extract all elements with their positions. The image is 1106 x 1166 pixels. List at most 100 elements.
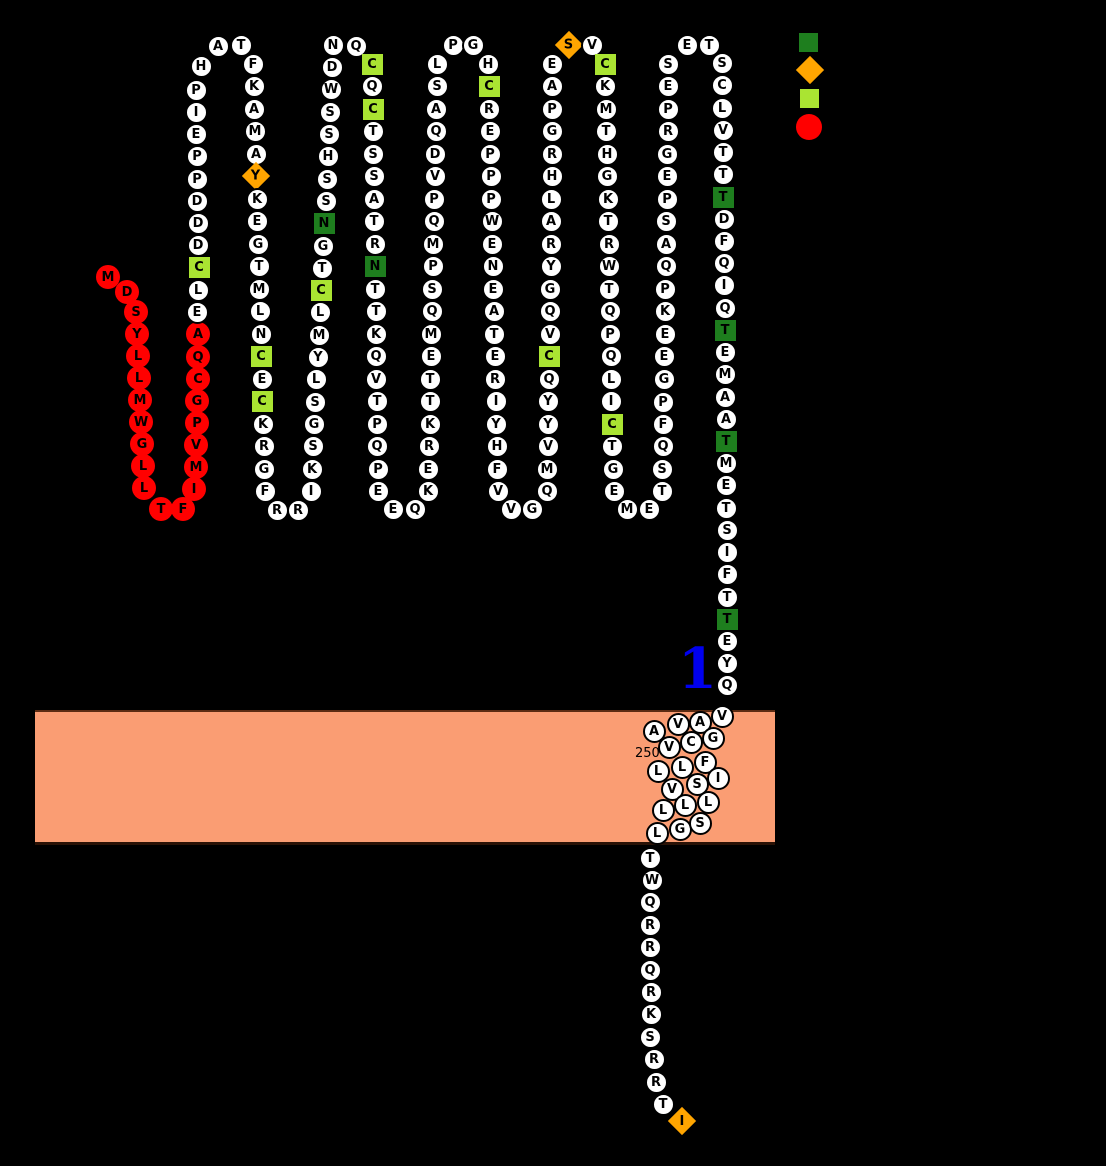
residue: L <box>127 366 151 390</box>
residue-letter: K <box>248 78 260 94</box>
residue: E <box>245 209 269 233</box>
residue-letter: L <box>133 348 143 364</box>
residue-letter: I <box>715 770 721 786</box>
residue-letter: F <box>260 483 270 499</box>
residue: M <box>243 119 267 143</box>
residue-letter: Q <box>644 962 656 978</box>
residue: V <box>499 497 523 521</box>
residue-letter: F <box>492 461 502 477</box>
residue: C <box>361 53 383 75</box>
residue: S <box>420 277 444 301</box>
residue-letter: P <box>448 37 458 53</box>
residue-letter: L <box>677 759 687 775</box>
residue-letter: S <box>657 461 667 477</box>
residue: E <box>715 629 739 653</box>
residue-letter: H <box>322 148 334 164</box>
residue: R <box>597 232 621 256</box>
residue: C <box>250 345 272 367</box>
residue-letter: K <box>422 483 434 499</box>
residue: C <box>710 73 734 97</box>
residue-letter: T <box>721 500 731 516</box>
residue: F <box>712 229 736 253</box>
residue: L <box>304 367 328 391</box>
residue-letter: V <box>672 716 684 732</box>
residue: E <box>602 479 626 503</box>
residue-letter: Q <box>660 258 672 274</box>
residue: D <box>185 189 209 213</box>
legend-red-circle-icon <box>796 114 822 140</box>
residue-letter: T <box>368 123 378 139</box>
residue-letter: N <box>318 215 330 231</box>
residue-letter: M <box>189 459 203 475</box>
residue-letter: E <box>423 461 433 477</box>
residue-letter: G <box>467 37 479 53</box>
residue: T <box>711 162 735 186</box>
residue-letter: S <box>717 55 727 71</box>
residue-letter: L <box>703 794 713 810</box>
residue-letter: C <box>600 56 610 72</box>
residue: S <box>362 164 386 188</box>
residue: W <box>480 209 504 233</box>
residue-letter: E <box>426 348 436 364</box>
residue: R <box>656 119 680 143</box>
residue: S <box>317 122 341 146</box>
residue: K <box>596 187 620 211</box>
residue-letter: S <box>692 776 702 792</box>
residue-letter: S <box>324 126 334 142</box>
residue: Q <box>364 344 388 368</box>
residue-letter: Q <box>644 894 656 910</box>
residue: L <box>651 798 675 822</box>
residue-letter: Y <box>491 416 501 432</box>
residue: D <box>712 207 736 231</box>
residue-letter: Q <box>426 303 438 319</box>
residue: V <box>657 735 681 759</box>
residue-letter: T <box>645 850 655 866</box>
residue: G <box>461 33 485 57</box>
residue-letter: G <box>607 461 619 477</box>
residue: N <box>321 33 345 57</box>
residue: K <box>639 1002 663 1026</box>
residue-letter: M <box>248 123 262 139</box>
residue-letter: L <box>315 304 325 320</box>
residue-letter: H <box>491 438 503 454</box>
residue-letter: A <box>368 191 380 207</box>
residue-letter: S <box>432 78 442 94</box>
residue-letter: P <box>192 148 202 164</box>
residue-letter: L <box>658 802 668 818</box>
residue-letter: L <box>652 825 662 841</box>
residue: E <box>675 33 699 57</box>
residue: E <box>366 479 390 503</box>
residue-letter: T <box>236 37 246 53</box>
residue-letter: E <box>547 56 557 72</box>
residue: E <box>478 119 502 143</box>
residue-letter: R <box>644 939 655 955</box>
residue-letter: L <box>255 303 265 319</box>
residue: T <box>363 277 387 301</box>
residue: F <box>715 562 739 586</box>
residue-letter: M <box>620 501 634 517</box>
residue: V <box>423 164 447 188</box>
residue-letter: H <box>195 58 207 74</box>
residue: E <box>714 473 738 497</box>
residue: P <box>479 187 503 211</box>
residue-letter: A <box>192 326 204 342</box>
residue-letter: K <box>257 416 269 432</box>
residue-letter: L <box>717 100 727 116</box>
residue: K <box>300 457 324 481</box>
residue-letter: A <box>250 146 262 162</box>
residue: C <box>601 413 623 435</box>
residue: C <box>251 390 273 412</box>
residue-letter: G <box>191 393 203 409</box>
residue-letter: T <box>372 393 382 409</box>
residue: R <box>252 434 276 458</box>
residue-letter: S <box>427 281 437 297</box>
residue: S <box>301 434 325 458</box>
residue: Q <box>422 209 446 233</box>
residue: V <box>580 33 604 57</box>
residue-letter: K <box>424 416 436 432</box>
residue-letter: Q <box>544 303 556 319</box>
residue: P <box>655 187 679 211</box>
residue-letter: K <box>306 461 318 477</box>
residue: T <box>697 33 721 57</box>
residue-letter: C <box>717 77 727 93</box>
